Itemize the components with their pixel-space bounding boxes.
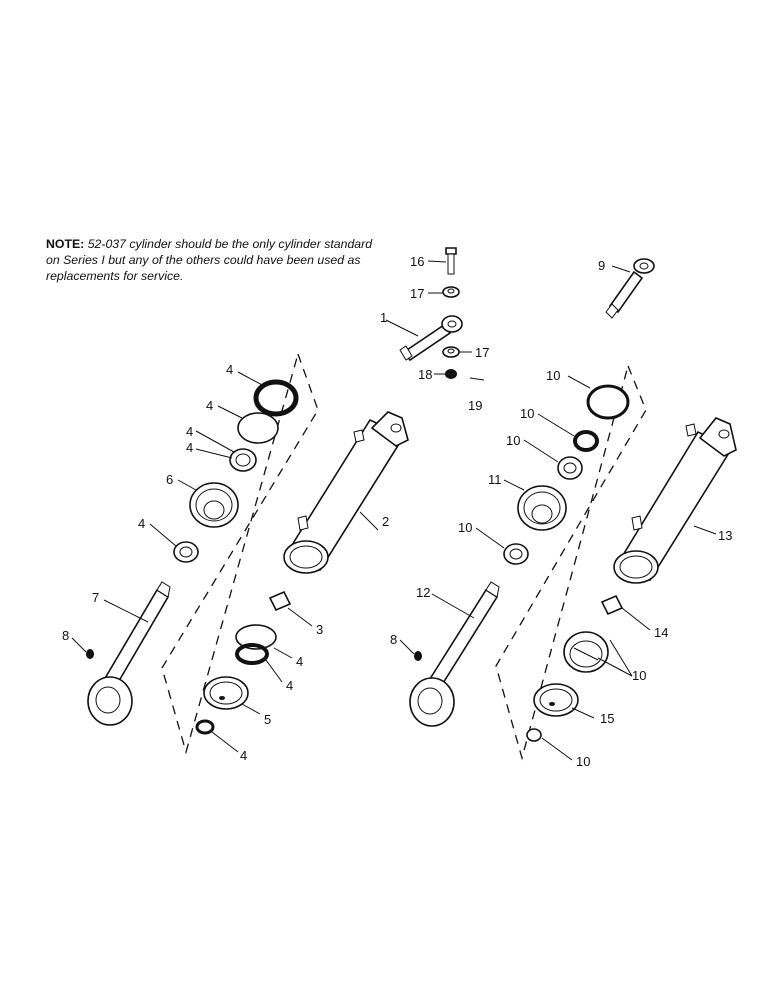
right-cylinder-group [409,365,737,761]
callout-7: 7 [92,590,99,605]
callout-18: 18 [418,367,432,382]
callout-10-c: 10 [506,433,520,448]
piston-15 [533,683,579,717]
callout-8-right: 8 [390,632,397,647]
callout-4-d: 4 [186,440,193,455]
nut-14 [600,594,624,616]
note-body: 52-037 cylinder should be the only cylin… [46,237,373,283]
washer-17-top [442,286,460,298]
seal-4-large [253,379,299,417]
cylinder-1 [399,315,463,362]
callout-4-g: 4 [286,678,293,693]
gland-11 [517,485,567,531]
oring-4-small [195,719,215,735]
ring-10 [557,456,583,480]
fitting-8-left [86,649,94,659]
callout-17-lower: 17 [475,345,489,360]
piston-5 [203,676,249,710]
callout-10-f: 10 [576,754,590,769]
seal-10-piston [563,631,609,673]
callout-16: 16 [410,254,424,269]
callout-8-left: 8 [62,628,69,643]
cylinder-9 [605,258,655,319]
leader-lines [71,260,717,761]
washer-17-lower [442,346,460,358]
callout-2: 2 [382,514,389,529]
callout-6: 6 [166,472,173,487]
callout-14: 14 [654,625,668,640]
callout-11: 11 [488,472,502,487]
callout-10-e: 10 [632,668,646,683]
cotter-pin-19 [469,377,485,381]
callout-4-e: 4 [138,516,145,531]
wiper-10 [503,543,529,565]
note-label: NOTE: [46,237,85,251]
callout-1: 1 [380,310,387,325]
bolt-16 [445,247,457,275]
fitting-8-right [414,651,422,661]
callout-17-top: 17 [410,286,424,301]
rod-12 [409,581,500,727]
barrel-2 [283,411,409,574]
barrel-13 [613,417,737,584]
oring-10-heavy [573,430,599,452]
right-dashed-outline [495,365,647,761]
callout-15: 15 [600,711,614,726]
rod-7 [87,581,171,726]
nut-18 [445,369,457,379]
callout-3: 3 [316,622,323,637]
gland-6 [189,482,239,528]
callout-9: 9 [598,258,605,273]
wiper-4 [173,541,199,563]
callout-4-c: 4 [186,424,193,439]
nut-3 [268,590,292,612]
callout-4-b: 4 [206,398,213,413]
oring-10-small [526,728,542,742]
callout-10-a: 10 [546,368,560,383]
callout-13: 13 [718,528,732,543]
callout-19: 19 [468,398,482,413]
ring-4-piston-a [235,624,277,650]
ring-4-thin [237,412,279,444]
ring-4-piston-b [235,643,269,665]
callout-10-b: 10 [520,406,534,421]
note-text: NOTE: 52-037 cylinder should be the only… [46,236,386,284]
callout-4-a: 4 [226,362,233,377]
left-dashed-outline [161,353,319,755]
ring-4-small [229,448,257,472]
callout-12: 12 [416,585,430,600]
oring-10-large [586,384,630,420]
callout-5: 5 [264,712,271,727]
left-cylinder-group [86,353,409,755]
callout-10-d: 10 [458,520,472,535]
pin-assembly [399,247,485,381]
callout-4-h: 4 [240,748,247,763]
callout-labels: 16 17 1 17 18 19 9 4 4 4 4 6 4 7 8 2 3 4… [62,254,732,769]
callout-4-f: 4 [296,654,303,669]
